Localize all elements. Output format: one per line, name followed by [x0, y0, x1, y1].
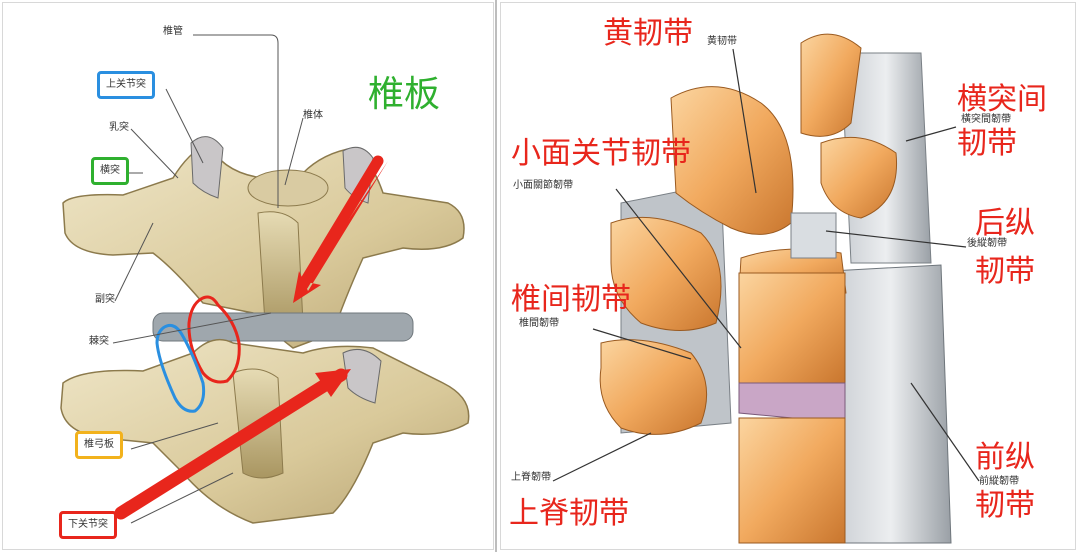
label-ligamentum-flavum-small: 黄韧带 [707, 36, 737, 47]
label-spinous: 棘突 [89, 336, 109, 347]
inferior-articular-outline [187, 295, 241, 384]
label-anterior-2: 韧带 [975, 488, 1035, 523]
label-transverse: 横突 [91, 157, 129, 185]
panel-separator [495, 0, 497, 552]
ligament-illustration [552, 33, 980, 544]
vertebra-bone-panel: 椎管 上关节突 乳突 横突 椎体 副突 棘突 椎弓板 下关节突 椎板 [2, 2, 494, 550]
label-supraspinous: 上脊韧带 [509, 496, 629, 531]
label-vertebral-body: 椎体 [303, 110, 323, 121]
label-anterior-1: 前纵 [975, 440, 1035, 475]
label-intertransverse-small: 橫突間韌帶 [961, 114, 1011, 125]
label-pedicle: 椎弓板 [75, 431, 123, 459]
label-vertebral-canal: 椎管 [163, 26, 183, 37]
lamina-arrow-lower [315, 369, 351, 397]
label-accessory: 副突 [95, 294, 115, 305]
label-superior-articular: 上关节突 [97, 71, 155, 99]
label-interspinous: 椎间韧带 [511, 282, 631, 317]
label-facet-ligament-small: 小面關節韌帶 [513, 180, 573, 191]
ligament-panel: 黄韧带 黄韧带 小面关节韧带 小面關節韌帶 横突间 韧带 橫突間韌帶 后纵 韧带… [500, 2, 1076, 550]
vertebra-illustration [60, 34, 470, 524]
label-inferior-articular: 下关节突 [59, 511, 117, 539]
label-ligamentum-flavum: 黄韧带 [603, 16, 693, 51]
label-interspinous-small: 椎間韌帶 [519, 318, 559, 329]
label-posterior-1: 后纵 [975, 206, 1035, 241]
label-anterior-small: 前縱韌帶 [979, 476, 1019, 487]
label-posterior-2: 韧带 [975, 254, 1035, 289]
label-supraspinous-small: 上脊韌帶 [511, 472, 551, 483]
label-mammillary: 乳突 [109, 122, 129, 133]
label-lamina: 椎板 [368, 74, 441, 115]
label-intertransverse-1: 横突间 [957, 82, 1047, 117]
superior-articular-outline [155, 323, 206, 413]
label-intertransverse-2: 韧带 [957, 126, 1017, 161]
label-posterior-small: 後縱韌帶 [967, 238, 1007, 249]
label-facet-ligament: 小面关节韧带 [511, 136, 691, 171]
